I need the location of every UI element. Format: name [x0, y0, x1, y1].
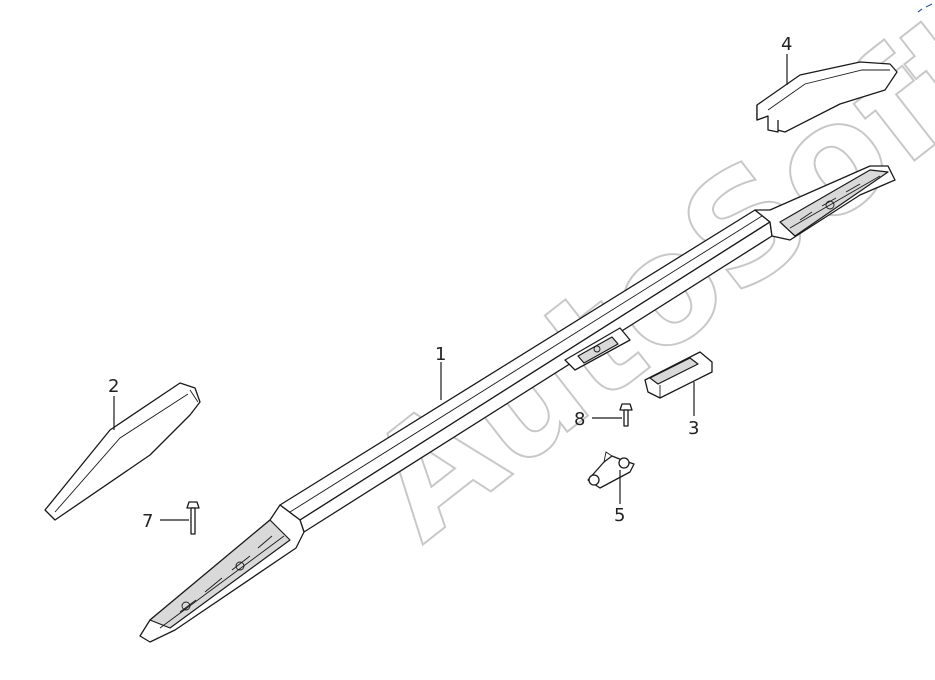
part-4-front-cap[interactable]: [756, 61, 898, 133]
part-1-roof-rail[interactable]: [139, 165, 896, 643]
part-3-clip[interactable]: [644, 351, 713, 399]
callout-1: 1: [435, 344, 446, 365]
part-5-bracket[interactable]: [587, 451, 635, 489]
callout-4: 4: [781, 34, 792, 55]
callout-5: 5: [614, 505, 625, 526]
part-7-bolt[interactable]: [186, 501, 200, 535]
part-8-bolt[interactable]: [619, 403, 633, 427]
callout-3: 3: [688, 418, 699, 439]
corner-mark: [917, 3, 933, 13]
callout-8: 8: [574, 409, 585, 430]
callout-2: 2: [108, 376, 119, 397]
leader-lines: [113, 54, 788, 521]
part-2-rear-cap[interactable]: [44, 382, 201, 521]
callout-7: 7: [142, 511, 153, 532]
